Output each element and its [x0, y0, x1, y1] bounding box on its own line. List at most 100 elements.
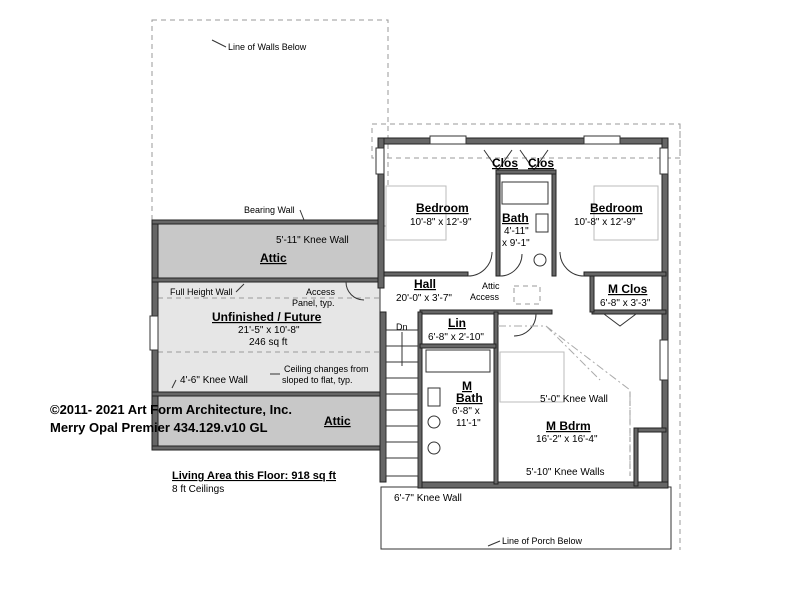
label-m-bath-dims-2: 11'-1"	[456, 418, 481, 429]
wall-right-closet-left	[633, 427, 639, 487]
label-bedroom-right: Bedroom	[590, 201, 643, 215]
wall-attic-bottom	[151, 445, 383, 451]
label-knee-wall-67: 6'-7" Knee Wall	[394, 493, 462, 504]
label-unfinished-title: Unfinished / Future	[212, 310, 322, 324]
label-attic-access-1: Attic	[482, 281, 500, 291]
label-ceiling-2: sloped to flat, typ.	[282, 375, 353, 385]
bed-master	[499, 351, 565, 403]
attic-access-box	[513, 285, 541, 305]
clos-door-2	[519, 149, 549, 171]
label-unfinished-sqft: 246 sq ft	[249, 337, 288, 348]
label-bedroom-left-dims: 10'-8" x 12'-9"	[410, 217, 472, 228]
window-top-2	[583, 135, 621, 145]
label-m-bath-2: Bath	[456, 391, 483, 405]
wall-attic-mid2	[151, 391, 383, 397]
wall-clos-divider	[495, 169, 557, 175]
label-hall-dims: 20'-0" x 3'-7"	[396, 293, 452, 304]
label-m-bath-dims-1: 6'-8" x	[452, 406, 480, 417]
toilet-bath	[535, 213, 549, 233]
wall-lin-bottom	[419, 343, 497, 349]
tub-mbath	[425, 349, 491, 373]
wall-mclos-left	[589, 275, 595, 313]
stairs	[385, 329, 419, 477]
label-unfinished-dims: 21'-5" x 10'-8"	[238, 325, 300, 336]
sink-mbath-2	[427, 441, 441, 455]
label-lin-dims: 6'-8" x 2'-10"	[428, 332, 484, 343]
label-attic-access-2: Access	[470, 292, 500, 302]
wall-bedroom-left-bottom	[383, 271, 469, 277]
wall-right-closet	[633, 427, 667, 433]
wall-mclos-bottom	[591, 309, 667, 315]
wall-left-main	[377, 137, 385, 289]
label-m-bath-1: M	[462, 379, 472, 393]
label-knee-walls-510: 5'-10" Knee Walls	[526, 467, 604, 478]
label-bedroom-right-dims: 10'-8" x 12'-9"	[574, 217, 636, 228]
wall-attic-mid	[151, 277, 383, 283]
wall-hall-bottom	[419, 309, 553, 315]
label-m-clos-dims: 6'-8" x 3'-3"	[600, 298, 651, 309]
label-line-walls-below: Line of Walls Below	[228, 42, 307, 52]
label-dn: Dn	[396, 322, 408, 332]
label-bearing-wall: Bearing Wall	[244, 205, 295, 215]
leader-bearing	[299, 209, 305, 221]
label-lin: Lin	[448, 316, 466, 330]
label-bath-dims-1: 4'-11"	[504, 226, 529, 237]
leader-walls-below	[211, 39, 227, 48]
clos-door-1	[483, 149, 513, 171]
window-top-1	[429, 135, 467, 145]
wall-stair-left	[379, 311, 387, 483]
bed-left	[385, 185, 447, 241]
label-m-clos: M Clos	[608, 282, 648, 296]
wall-bottom-main	[419, 481, 669, 489]
label-clos-2: Clos	[528, 156, 554, 170]
toilet-mbath	[427, 387, 441, 407]
label-bath-dims-2: x 9'-1"	[502, 238, 530, 249]
door-arc-access	[345, 281, 365, 301]
wall-lin-left	[417, 311, 423, 489]
door-arc-mbdrm	[513, 313, 537, 337]
label-hall: Hall	[414, 277, 436, 291]
label-m-bdrm-dims: 16'-2" x 16'-4"	[536, 434, 598, 445]
label-ceilings: 8 ft Ceilings	[172, 484, 224, 495]
label-knee-wall-top: 5'-11" Knee Wall	[276, 235, 349, 246]
wall-lin-right	[493, 311, 499, 485]
label-copyright-1: ©2011- 2021 Art Form Architecture, Inc.	[50, 402, 292, 417]
label-knee-wall-50: 5'-0" Knee Wall	[540, 394, 608, 405]
label-ceiling-1: Ceiling changes from	[284, 364, 369, 374]
label-attic-top: Attic	[260, 251, 287, 265]
window-left-main	[375, 147, 385, 175]
leader-knee-46	[171, 379, 177, 389]
tub-bath	[501, 181, 549, 205]
window-right-main	[659, 147, 669, 175]
sink-bath	[533, 253, 547, 267]
attic-top-area	[157, 221, 381, 279]
label-copyright-2: Merry Opal Premier 434.129.v10 GL	[50, 420, 268, 435]
wall-bath-left	[495, 171, 501, 277]
label-knee-wall-46: 4'-6" Knee Wall	[180, 375, 248, 386]
bed-right	[593, 185, 659, 241]
label-living-area: Living Area this Floor: 918 sq ft	[172, 470, 336, 482]
wall-attic-top-line	[151, 219, 383, 225]
sink-mbath-1	[427, 415, 441, 429]
label-clos-1: Clos	[492, 156, 518, 170]
label-m-bdrm: M Bdrm	[546, 419, 591, 433]
label-access-1: Access	[306, 287, 336, 297]
label-attic-bottom: Attic	[324, 414, 351, 428]
label-line-porch-below: Line of Porch Below	[502, 536, 583, 546]
wall-bedroom-right-bottom	[583, 271, 667, 277]
door-arc-hall-left	[467, 251, 493, 277]
leader-full-height	[235, 283, 245, 293]
door-arc-bath	[499, 253, 523, 277]
label-bath: Bath	[502, 211, 529, 225]
door-arc-mclos	[603, 313, 637, 327]
door-arc-hall-right	[559, 251, 585, 277]
wall-bath-right	[551, 171, 557, 277]
window-right-lower	[659, 339, 669, 381]
leader-porch	[487, 540, 501, 547]
label-bedroom-left: Bedroom	[416, 201, 469, 215]
window-left	[149, 315, 159, 351]
label-access-2: Panel, typ.	[292, 298, 335, 308]
unfinished-area	[157, 281, 381, 393]
wall-top	[377, 137, 669, 145]
